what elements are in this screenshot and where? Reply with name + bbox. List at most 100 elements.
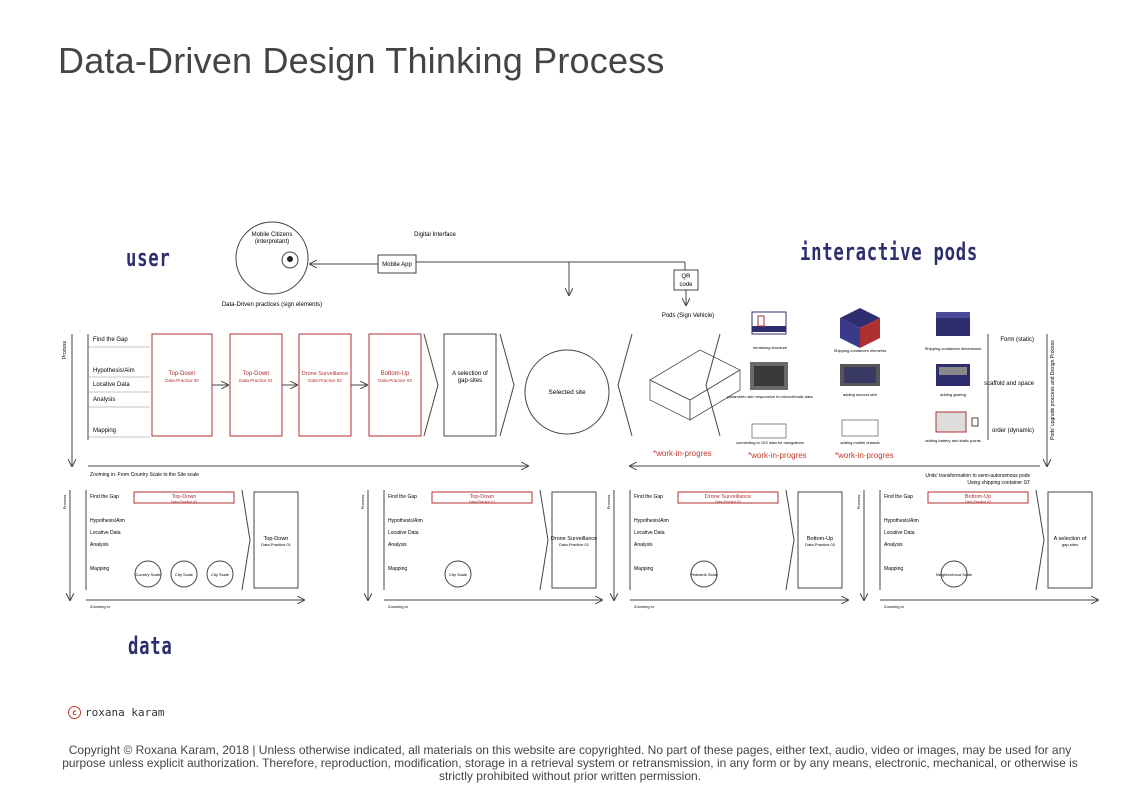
mini-result-box: [797, 491, 843, 589]
mini-subtitle: Data-Practice 02: [715, 500, 741, 504]
main-row-analysis: Analysis: [93, 397, 115, 403]
mini-scale-label: City Scale: [211, 572, 230, 577]
mini-scale-node: [940, 560, 968, 588]
mini-scale-label: City Scale: [175, 572, 194, 577]
svg-text:connecting to GIS data for nav: connecting to GIS data for navigations: [736, 440, 804, 445]
mini-title: Top-Down: [470, 494, 495, 500]
mini-row-label: Hypothesis/Aim: [884, 518, 919, 524]
mini-result-box: [551, 491, 597, 589]
mini-scale-node: [134, 560, 162, 588]
svg-text:adding battery and static poin: adding battery and static points: [925, 438, 980, 443]
mini-row-label: Find the Gap: [90, 494, 119, 500]
mini-result-title: Top-Down: [264, 536, 289, 542]
mini-row-label: Analysis: [90, 542, 109, 548]
mini-result-sub: Data-Practice 03: [805, 542, 836, 547]
svg-text:Drone Surveillance: Drone Surveillance: [302, 371, 348, 377]
mini-process-label: Process: [606, 495, 611, 509]
svg-text:adding glazing: adding glazing: [940, 392, 966, 397]
logo-text: roxana karam: [85, 706, 165, 719]
label-user: user: [126, 244, 171, 272]
mini-title-box: [133, 491, 235, 504]
mini-row-label: Find the Gap: [634, 494, 663, 500]
mini-title-box: [927, 491, 1029, 504]
svg-text:Shipping containers elements: Shipping containers elements: [834, 348, 886, 353]
mini-row-label: Analysis: [388, 542, 407, 548]
mini-chevron: [1035, 489, 1045, 591]
mini-title: Bottom-Up: [965, 494, 991, 500]
mini-row-label: Analysis: [884, 542, 903, 548]
mini-scale-label: Neighborhood Scale: [936, 572, 973, 577]
mini-result-sub: gap-sites: [1062, 542, 1078, 547]
zoom-label: Zooming in: From Country Scale to the Si…: [90, 472, 199, 478]
mobile-citizens-node: Mobile Citizens (interpretant): [235, 221, 309, 295]
person-icon: [287, 256, 293, 262]
mini-row-label: Hypothesis/Aim: [388, 518, 423, 524]
wip-label-2: *work-in-progres: [748, 451, 807, 460]
sign-elements-label: Data-Driven practices (sign elements): [222, 302, 322, 308]
selected-site-node: [524, 349, 610, 435]
svg-text:adding second skin: adding second skin: [843, 392, 877, 397]
units-label-1: Units' transformation to semi-autonomous…: [925, 473, 1030, 479]
mini-row-label: Mapping: [634, 566, 653, 572]
mini-result-title: Bottom-Up: [807, 536, 833, 542]
right-vertical-label: Pods' upgrade proccess and Design Proces…: [1050, 340, 1056, 440]
mini-title-box: [431, 491, 533, 504]
main-process-label: Process: [62, 340, 68, 359]
svg-text:Bottom-Up: Bottom-Up: [381, 371, 410, 377]
mini-subtitle: Data-Practice 00: [171, 500, 197, 504]
label-interactive-pods: interactive pods: [800, 238, 978, 266]
svg-text:adding mobile chassis: adding mobile chassis: [840, 440, 879, 445]
mini-subtitle: Data-Practice 01: [469, 500, 495, 504]
mini-zoom-label: Zooming in: [388, 604, 408, 609]
digital-interface-label: Digital Interface: [414, 232, 456, 238]
page-title: Data-Driven Design Thinking Process: [58, 40, 665, 81]
svg-text:Data-Practice 02: Data-Practice 02: [308, 378, 342, 383]
mini-title: Drone Surveillance: [705, 494, 751, 500]
mini-chevron: [539, 489, 549, 591]
main-row-locative: Locative Data: [93, 382, 130, 388]
selection-label-2: gap-sites: [458, 378, 482, 384]
mini-row-label: Hypothesis/Aim: [634, 518, 669, 524]
data-practice-02-box: Drone Surveillance Data-Practice 02: [298, 333, 352, 437]
mini-zoom-label: Zooming in: [90, 604, 110, 609]
svg-text:parametric skin responsive to: parametric skin responsive to microclima…: [727, 394, 813, 399]
mini-row-label: Find the Gap: [884, 494, 913, 500]
mini-row-label: Mapping: [884, 566, 903, 572]
right-row-order: order (dynamic): [992, 428, 1034, 434]
svg-text:Top-Down: Top-Down: [168, 371, 195, 377]
pod-thumbnails: remaining structure parametric skin resp…: [727, 308, 981, 445]
units-label-2: Using shipping container 10': [967, 480, 1030, 486]
mini-process-label: Process: [856, 495, 861, 509]
mini-row-label: Analysis: [634, 542, 653, 548]
mini-scale-node: [170, 560, 198, 588]
data-practice-00-box: Top-Down Data-Practice 00: [151, 333, 213, 437]
mini-result-title: A selection of: [1054, 536, 1087, 542]
mini-result-box: [1047, 491, 1093, 589]
mini-title-box: [677, 491, 779, 504]
mini-result-box: [253, 491, 299, 589]
svg-text:Data-Practice 03: Data-Practice 03: [378, 378, 412, 383]
right-row-scaffold: scaffold and space: [984, 381, 1035, 387]
mobile-citizens-label: Mobile Citizens: [252, 232, 293, 238]
copyright-icon: c: [68, 706, 81, 719]
data-practice-03-box: Bottom-Up Data-Practice 03: [368, 333, 422, 437]
mini-chevron: [241, 489, 251, 591]
mini-subtitle: Data-Practice 03: [965, 500, 991, 504]
mini-row-label: Locative Data: [634, 530, 665, 536]
copyright-notice: Copyright © Roxana Karam, 2018 | Unless …: [62, 743, 1078, 783]
label-data: data: [128, 632, 173, 660]
pod-container-sketch: [649, 349, 741, 421]
main-row-find-gap: Find the Gap: [93, 337, 128, 343]
mini-scale-node: [206, 560, 234, 588]
mini-row-label: Find the Gap: [388, 494, 417, 500]
main-row-hypothesis: Hypothesis/Aim: [93, 368, 135, 374]
mini-zoom-label: Zooming in: [634, 604, 654, 609]
mini-process-label: Process: [360, 495, 365, 509]
mini-scale-label: City Scale: [449, 572, 468, 577]
roxana-karam-logo: c roxana karam: [68, 706, 164, 719]
svg-text:Data-Practice 00: Data-Practice 00: [165, 378, 199, 383]
data-practice-01-box: Top-Down Data-Practice 01: [229, 333, 283, 437]
mini-row-label: Mapping: [388, 566, 407, 572]
svg-text:Shipping containers dimensions: Shipping containers dimensions: [925, 346, 981, 351]
